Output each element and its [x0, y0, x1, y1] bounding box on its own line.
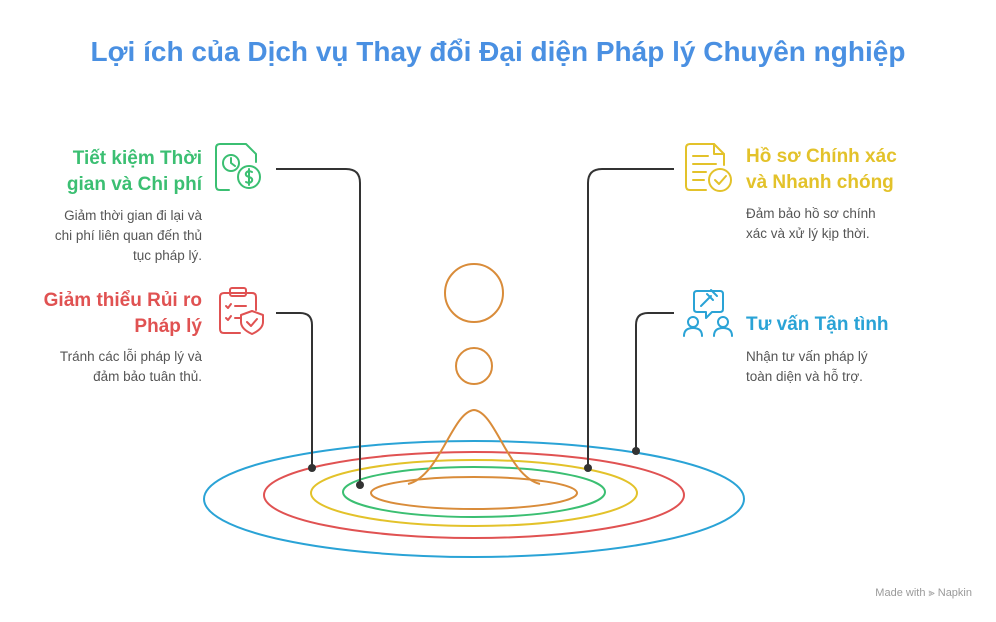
napkin-watermark: Made with ⫸ Napkin: [875, 587, 972, 599]
legal-risk-title: Giảm thiểu Rủi ro Pháp lý: [43, 290, 202, 337]
connector-records: [587, 168, 674, 468]
ring-orange: [370, 476, 578, 510]
document-check-icon: [685, 143, 732, 192]
clock-dollar-icon: [215, 143, 261, 191]
time-cost-desc: Giảm thời gian đi lại và chi phí liên qu…: [54, 208, 202, 263]
ring-red: [263, 451, 685, 539]
consult-desc: Nhận tư vấn pháp lý toàn diện và hỗ trợ.: [746, 349, 868, 384]
clipboard-shield-icon: [219, 287, 264, 335]
ring-blue: [203, 440, 745, 558]
consult-title: Tư vấn Tận tình: [746, 314, 889, 335]
legal-risk-desc: Tránh các lỗi pháp lý và đảm bảo tuân th…: [59, 349, 202, 384]
connector-legal-risk: [276, 312, 313, 468]
ring-green: [342, 466, 606, 518]
time-cost-title: Tiết kiệm Thời gian và Chi phí: [66, 148, 202, 195]
connector-consult: [635, 312, 674, 451]
drop-large: [444, 263, 504, 323]
connector-time-cost: [276, 168, 361, 485]
records-title: Hồ sơ Chính xác và Nhanh chóng: [746, 146, 897, 193]
page-title: Lợi ích của Dịch vụ Thay đổi Đại diện Ph…: [90, 36, 906, 67]
ring-yellow: [310, 459, 638, 527]
drop-small: [455, 347, 493, 385]
splash-peak: [407, 408, 541, 485]
consultation-gavel-icon: [683, 289, 733, 337]
records-desc: Đảm bảo hồ sơ chính xác và xử lý kịp thờ…: [746, 206, 876, 241]
